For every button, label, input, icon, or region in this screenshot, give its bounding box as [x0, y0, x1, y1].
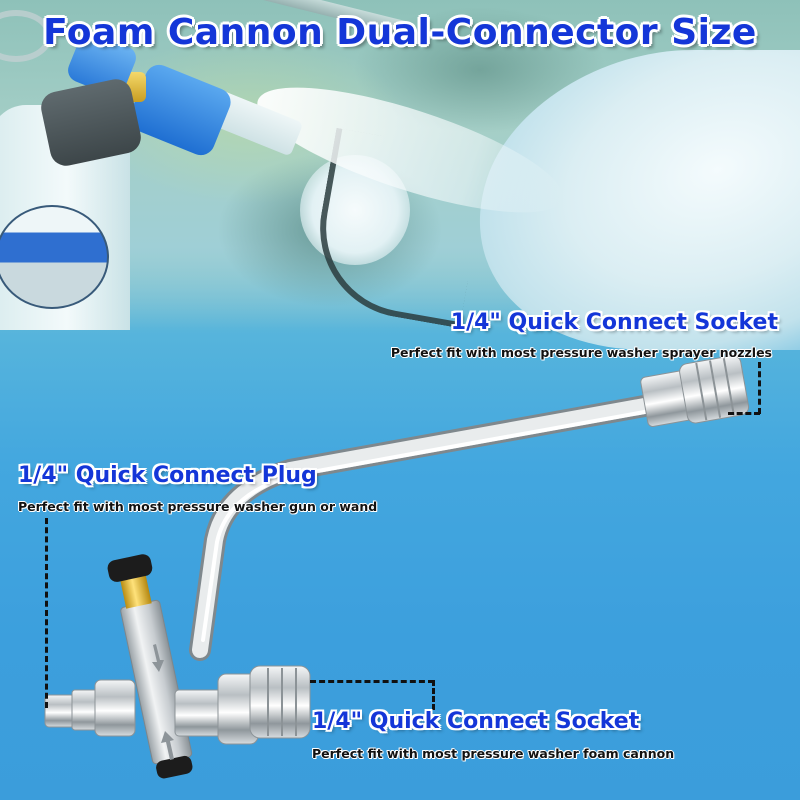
valve-body: [107, 554, 193, 779]
leader-line-bottom-socket: [310, 680, 434, 683]
callout-description-plug: Perfect fit with most pressure washer gu…: [18, 499, 378, 514]
flow-arrow-up-icon: [161, 731, 174, 760]
top-socket: [640, 355, 750, 427]
leader-line-bottom-socket-v: [432, 680, 435, 710]
callout-description-bottom-socket: Perfect fit with most pressure washer fo…: [312, 746, 675, 761]
leader-line-plug: [45, 518, 48, 708]
background-fitting: [0, 10, 52, 62]
leader-line-top-socket-h: [728, 412, 760, 415]
page-title: Foam Cannon Dual-Connector Size: [43, 12, 757, 53]
foam-cannon-photo: [0, 0, 800, 350]
callout-heading-bottom-socket: 1/4" Quick Connect Socket: [312, 709, 640, 734]
flow-arrow-down-icon: [152, 644, 164, 672]
callout-heading-plug: 1/4" Quick Connect Plug: [18, 463, 317, 488]
bottle-label: [0, 205, 109, 309]
left-plug: [44, 679, 136, 737]
leader-line-top-socket: [758, 362, 761, 414]
bottom-socket: [174, 665, 311, 745]
callout-description-top-socket: Perfect fit with most pressure washer sp…: [390, 345, 772, 360]
callout-heading-top-socket: 1/4" Quick Connect Socket: [450, 310, 778, 335]
